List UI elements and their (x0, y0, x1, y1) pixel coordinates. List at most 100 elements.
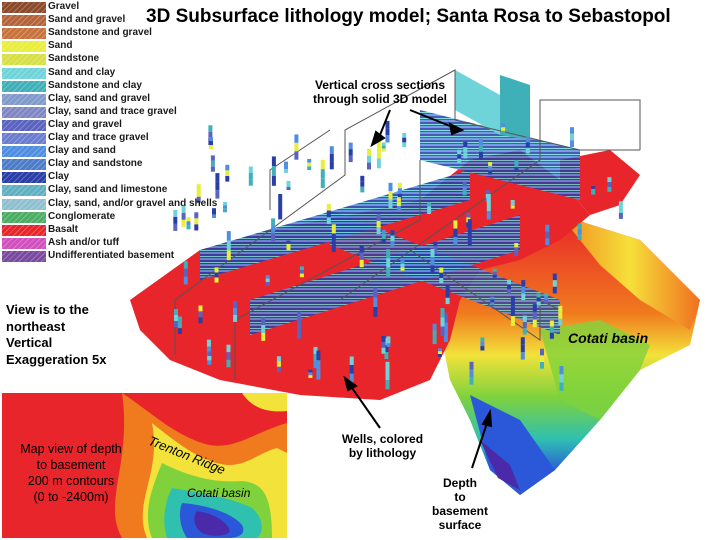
well-column (225, 164, 230, 182)
well-column (467, 219, 472, 246)
well-column (223, 202, 227, 213)
well-column (540, 348, 544, 369)
legend-label: Sand and clay (48, 66, 116, 78)
well-column (397, 182, 402, 200)
well-column (544, 293, 549, 304)
cotati-basin-label: Cotati basin (568, 330, 649, 346)
depth-label-line4: surface (438, 518, 482, 532)
well-column (376, 214, 381, 235)
well-column (591, 186, 596, 195)
well-column (607, 177, 612, 192)
depth-label-line3: basement (431, 504, 489, 518)
well-column (390, 230, 395, 247)
well-column (514, 243, 519, 257)
well-column (381, 336, 386, 354)
well-column (433, 241, 438, 254)
legend-swatch (2, 41, 46, 53)
well-column (299, 266, 304, 278)
legend-item: Conglomerate (0, 210, 210, 224)
legend-label: Clay, sand and gravel (48, 92, 151, 104)
legend-label: Clay and sand (48, 145, 116, 157)
well-column (479, 139, 483, 159)
well-column (577, 223, 582, 240)
legend-item: Clay, sand and trace gravel (0, 105, 210, 119)
legend-label: Clay and trace gravel (48, 132, 149, 143)
well-column (348, 142, 353, 163)
well-column (215, 173, 220, 199)
legend-swatch (2, 93, 46, 105)
well-column (233, 301, 237, 322)
legend-label: Ash and/or tuff (48, 236, 120, 248)
well-column (316, 350, 321, 380)
wells-label-line2: by lithology (348, 446, 417, 460)
legend-item: Sand (0, 40, 210, 53)
legend-swatch (2, 106, 46, 118)
well-column (207, 351, 212, 365)
well-column (525, 136, 530, 154)
well-column (427, 202, 432, 214)
well-column (307, 159, 312, 171)
well-column (376, 138, 381, 169)
legend-swatch (2, 185, 46, 197)
well-column (490, 296, 495, 306)
well-column (276, 356, 281, 373)
well-column (501, 123, 506, 135)
well-column (438, 348, 442, 357)
well-column (226, 344, 231, 368)
legend-swatch (2, 54, 46, 66)
well-column (532, 304, 537, 328)
legend-label: Sandstone and clay (48, 79, 142, 91)
legend-label: Basalt (48, 223, 79, 235)
well-column (488, 162, 493, 175)
inset-caption-line1: Map view of depth (20, 442, 122, 456)
well-column (570, 127, 574, 147)
legend-swatch (2, 250, 46, 262)
legend-label: Clay (48, 171, 70, 183)
well-column (469, 361, 474, 385)
legend-item: Sand and gravel (0, 14, 210, 27)
well-column (520, 337, 525, 360)
well-column (439, 267, 444, 284)
legend-swatch (2, 133, 46, 144)
legend-item: Sandstone and gravel (0, 27, 210, 40)
cross-sections-label-line1: Vertical cross sections (314, 78, 446, 92)
cross-sections-label-line2: through solid 3D model (313, 92, 447, 106)
legend-item: Clay (0, 171, 210, 184)
well-column (212, 208, 216, 218)
legend-swatch (2, 159, 46, 171)
well-column (198, 305, 203, 324)
well-column (367, 148, 371, 170)
legend-item: Clay, sand, and/or gravel and shells (0, 198, 217, 211)
well-column (248, 166, 253, 186)
legend-label: Conglomerate (48, 210, 116, 222)
well-column (214, 267, 219, 283)
well-column (286, 240, 291, 251)
well-column (522, 315, 527, 335)
inset-cotati-basin-label: Cotati basin (187, 486, 251, 500)
wells (173, 120, 623, 391)
well-column (558, 305, 563, 326)
well-column (400, 260, 405, 271)
well-column (329, 146, 334, 170)
well-column (381, 142, 386, 152)
depth-to-basement-label: Depth to basement surface (428, 476, 492, 532)
well-column (271, 156, 276, 186)
legend-item: Undifferentiated basement (0, 250, 210, 263)
legend-item: Clay and sandstone (0, 158, 210, 171)
legend-swatch (2, 211, 46, 223)
well-column (174, 309, 178, 327)
legend-swatch (2, 80, 46, 92)
legend-label: Clay, sand and trace gravel (48, 105, 177, 117)
well-column (177, 316, 182, 334)
well-column (396, 197, 401, 211)
well-column (386, 249, 391, 277)
well-column (186, 217, 191, 230)
legend-label: Clay and gravel (48, 118, 122, 130)
legend-item: Clay, sand and limestone (0, 184, 210, 197)
inset-depth-map: Map view of depth to basement 200 m cont… (2, 393, 287, 538)
wells-label: Wells, colored by lithology (335, 432, 430, 460)
legend-label: Sand (48, 40, 73, 52)
well-column (463, 141, 468, 159)
legend-item: Gravel (0, 1, 210, 14)
